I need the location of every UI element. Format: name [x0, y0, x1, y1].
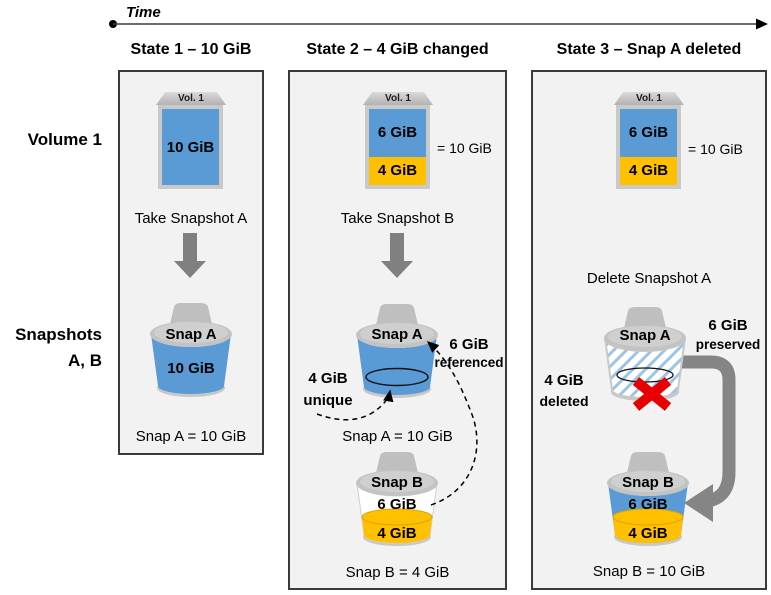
state2-header: State 2 – 4 GiB changed: [306, 41, 489, 58]
snapshot-content-bottom: 4 GiB: [377, 525, 417, 542]
annotation-deleted: 4 GiB deleted: [533, 371, 595, 411]
volume-total: = 10 GiB: [437, 140, 492, 156]
snapshot-name: Snap B: [371, 474, 423, 491]
annotation-unique: 4 GiB unique: [298, 368, 358, 412]
volume-icon: 6 GiB 4 GiB: [365, 105, 430, 189]
volume-segment-unchanged: 6 GiB: [620, 109, 677, 157]
snapshot-name: Snap A: [371, 326, 423, 343]
volume-icon: 6 GiB 4 GiB: [616, 105, 681, 189]
snapshot-content-top: 6 GiB: [377, 496, 417, 513]
snapshot-caption: Snap A = 10 GiB: [135, 428, 247, 445]
action-label: Take Snapshot A: [134, 210, 248, 227]
row-label-volume: Volume 1: [27, 130, 102, 149]
snapshot-caption: Snap A = 10 GiB: [342, 428, 453, 445]
snapshot-name: Snap B: [622, 474, 674, 491]
action-label: Delete Snapshot A: [586, 270, 712, 287]
volume-tab: Vol. 1: [156, 92, 226, 105]
volume-segment: 10 GiB: [162, 109, 219, 185]
annotation-value: 4 GiB: [308, 370, 348, 387]
volume-tab: Vol. 1: [363, 92, 433, 105]
annotation-referenced: 6 GiB referenced: [433, 336, 505, 372]
row-label-snapshots: Snapshots A, B: [5, 322, 102, 374]
action-label: Take Snapshot B: [340, 210, 455, 227]
timeline-arrow: [109, 18, 768, 30]
snapshot-content: 10 GiB: [167, 360, 215, 377]
volume-segment-unchanged: 6 GiB: [369, 109, 426, 157]
annotation-word: referenced: [434, 355, 504, 370]
volume-segment-changed: 4 GiB: [620, 156, 677, 185]
snapshot-content-top: 6 GiB: [628, 496, 668, 513]
annotation-value: 6 GiB: [708, 317, 748, 334]
annotation-word: preserved: [695, 337, 761, 352]
volume-icon: 10 GiB: [158, 105, 223, 189]
annotation-preserved: 6 GiB preserved: [692, 316, 764, 354]
state1-header: State 1 – 10 GiB: [130, 41, 252, 58]
snapshot-caption: Snap B = 10 GiB: [592, 563, 706, 580]
volume-tab: Vol. 1: [614, 92, 684, 105]
annotation-value: 4 GiB: [544, 372, 584, 389]
volume-segment-changed: 4 GiB: [369, 156, 426, 185]
snapshot-content-bottom: 4 GiB: [628, 525, 668, 542]
row-label-snapshots-line2: A, B: [68, 351, 102, 370]
annotation-value: 6 GiB: [449, 336, 489, 353]
annotation-word: deleted: [539, 393, 589, 409]
snapshot-name: Snap A: [619, 327, 671, 344]
row-label-snapshots-line1: Snapshots: [15, 325, 102, 344]
timeline-label: Time: [126, 4, 161, 21]
state3-header: State 3 – Snap A deleted: [556, 41, 742, 58]
annotation-word: unique: [303, 392, 353, 409]
snapshot-caption: Snap B = 4 GiB: [345, 564, 450, 581]
volume-total: = 10 GiB: [688, 141, 743, 157]
snapshot-name: Snap A: [165, 326, 217, 343]
